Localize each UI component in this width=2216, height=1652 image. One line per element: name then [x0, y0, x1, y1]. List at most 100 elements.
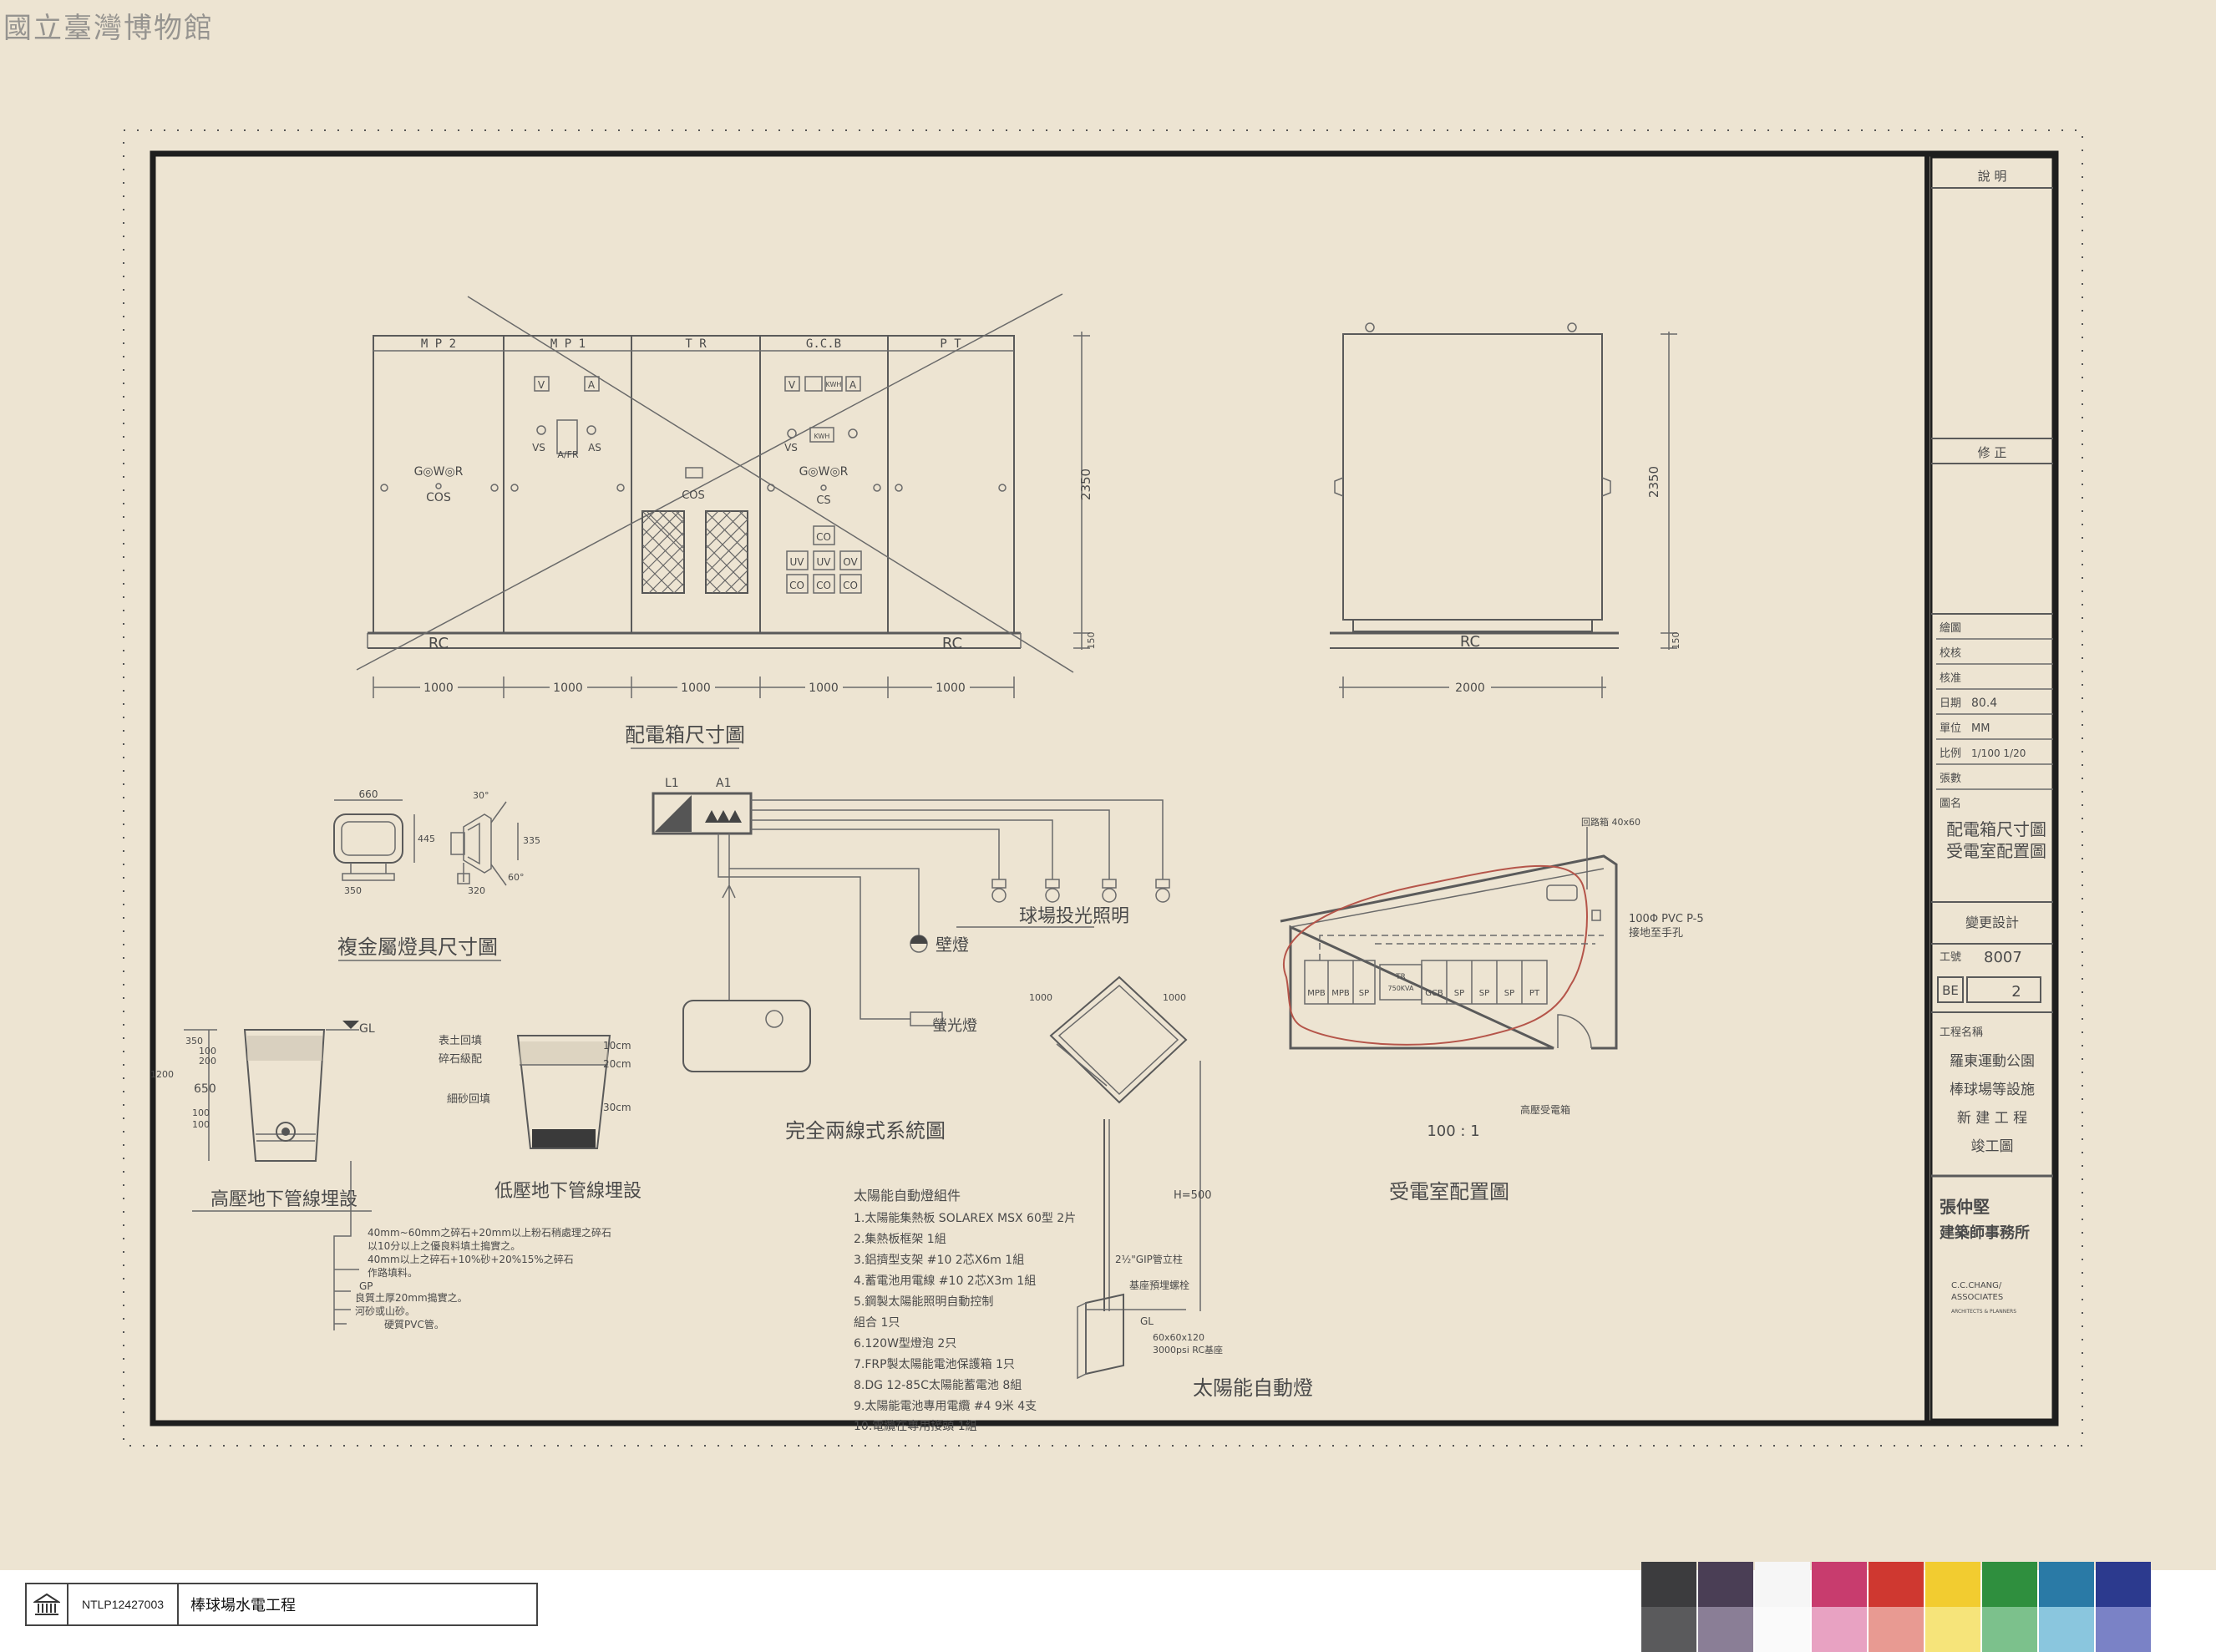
dim-label: 335: [523, 835, 540, 846]
sub-note: 回路箱 40x60: [1581, 816, 1640, 828]
sub-note: 接地至手孔: [1629, 926, 1683, 940]
solar-list-item: 3.鋁擠型支架 #10 2芯X6m 1組: [854, 1254, 1024, 1267]
voltmeter-label: V: [538, 379, 545, 391]
color-swatch: [1982, 1607, 2037, 1652]
project-name: 新 建 工 程: [1957, 1110, 2027, 1127]
lv-conduit-detail: 表土回填 碎石級配 細砂回填 10cm 20cm 30cm 低壓地下管線埋設: [439, 1035, 641, 1202]
tb-label: 繪圖: [1940, 621, 1961, 635]
dim-label: 30°: [473, 790, 489, 801]
wiring-title: 完全兩線式系統圖: [785, 1119, 946, 1143]
color-swatch: [2096, 1607, 2151, 1652]
revision-header: 修 正: [1978, 445, 2007, 460]
color-swatch: [1869, 1607, 1924, 1652]
firm-name-en: ASSOCIATES: [1951, 1293, 2003, 1302]
fluorescent-label: 螢光燈: [932, 1017, 977, 1035]
hv-note: GP: [359, 1280, 373, 1292]
solar-list-item: 5.鋼製太陽能照明自動控制: [854, 1295, 993, 1309]
dim-label: 200: [199, 1056, 216, 1067]
voltmeter-label: V: [789, 379, 796, 391]
solar-note: 60x60x120: [1153, 1332, 1204, 1343]
dim-label: 320: [468, 885, 485, 896]
solar-list-item: 8.DG 12-85C太陽能蓄電池 8組: [854, 1379, 1022, 1392]
sub-note: 高壓受電箱: [1520, 1103, 1570, 1116]
sub-panel: MPB: [1331, 989, 1350, 998]
lv-dim: 20cm: [603, 1058, 631, 1070]
color-swatch: [1869, 1562, 1924, 1607]
wiring-diagram: L1 A1 球場投光照明 壁燈 螢光燈 完全兩線式系統圖: [652, 777, 1170, 1143]
sub-panel: GCB: [1425, 989, 1443, 998]
sub-panel: TR: [1395, 973, 1406, 981]
ammeter-label: A: [588, 379, 596, 391]
color-swatch: [1698, 1562, 1753, 1607]
width-dim: 2000: [1455, 682, 1485, 695]
hv-note: 以10分以上之優良料填土搗實之。: [368, 1239, 520, 1252]
lv-conduit-title: 低壓地下管線埋設: [494, 1181, 641, 1202]
sub-note: 100Φ PVC P-5: [1629, 913, 1704, 925]
lv-note: 碎石級配: [439, 1053, 482, 1066]
job-no: 8007: [1984, 949, 2022, 966]
gwr-label: G◎W◎R: [414, 465, 464, 479]
tb-value: 1/100 1/20: [1971, 747, 2026, 759]
width-dim: 1000: [809, 682, 839, 695]
sub-panel: PT: [1529, 989, 1540, 998]
floodlight-detail: 660 445 350 30° 60° 335 320 複金屬燈具尺寸圖: [333, 788, 540, 961]
ammeter-label: A: [849, 379, 857, 391]
color-swatch: [1641, 1607, 1696, 1652]
catalog-bar: NTLP12427003 棒球場水電工程: [25, 1583, 538, 1626]
solar-dim: H=500: [1174, 1189, 1211, 1202]
color-swatch: [1982, 1562, 2037, 1607]
hv-note: 作路填料。: [368, 1266, 418, 1279]
catalog-id: NTLP12427003: [68, 1584, 179, 1624]
kwh-label: KWH: [814, 433, 830, 440]
drawing-name: 配電箱尺寸圖: [1946, 819, 2046, 839]
height-dim: 2350: [1078, 469, 1093, 500]
width-dim: 1000: [936, 682, 966, 695]
switchboard-elevation: M P 2 M P 1 T R G.C.B P T G◎W◎R COS V A …: [356, 293, 1097, 749]
museum-logo-icon: [27, 1584, 68, 1624]
solar-list-item: 2.集熱板框架 1組: [854, 1232, 946, 1246]
cos-label: COS: [426, 491, 451, 504]
color-swatch: [1755, 1607, 1810, 1652]
panel-label: G.C.B: [806, 337, 841, 351]
width-dim: 1000: [423, 682, 454, 695]
afr-label: A/FR: [557, 449, 579, 460]
firm-name-cn: 建築師事務所: [1940, 1224, 2030, 1242]
color-calibration-chart: [1641, 1562, 2159, 1652]
firm-name-cn: 張仲堅: [1940, 1197, 1990, 1217]
tb-label: 校核: [1940, 646, 1961, 660]
tr-rating: 750KVA: [1388, 985, 1414, 992]
color-swatch: [1812, 1562, 1867, 1607]
project-label: 工程名稱: [1940, 1026, 1983, 1039]
switchboard-title: 配電箱尺寸圖: [625, 723, 745, 747]
substation-title: 受電室配置圖: [1389, 1180, 1509, 1204]
color-swatch: [1641, 1562, 1696, 1607]
dim-label: 350: [344, 885, 362, 896]
panel-label: T R: [685, 337, 707, 351]
kwh-label: KWH: [826, 381, 842, 388]
ov-label: OV: [843, 556, 858, 568]
rc-label: RC: [428, 635, 449, 652]
solar-list-item: 10.電纜在專用接頭 1組: [854, 1419, 977, 1433]
color-swatch: [2039, 1562, 2094, 1607]
color-swatch: [2039, 1607, 2094, 1652]
dim-label: 100: [199, 1046, 216, 1057]
vs-label: VS: [532, 442, 545, 454]
dim-label: 660: [359, 788, 378, 800]
l1-label: L1: [665, 777, 679, 790]
uv-label: UV: [817, 556, 832, 568]
lv-dim: 10cm: [603, 1040, 631, 1052]
vs-label: VS: [784, 442, 798, 454]
tb-value: MM: [1971, 722, 1990, 735]
floodlight-title: 複金屬燈具尺寸圖: [337, 935, 498, 959]
solar-title: 太陽能自動燈: [1193, 1376, 1313, 1400]
dim-label: 100: [192, 1107, 210, 1118]
substation-layout: MPB MPB SP TR 750KVA GCB SP SP SP PT 回路箱…: [1280, 816, 1704, 1204]
rc-label: RC: [942, 635, 962, 652]
job-no-label: 工號: [1940, 951, 1961, 964]
hv-conduit-title: 高壓地下管線埋設: [210, 1189, 358, 1210]
design-label: 變更設計: [1965, 915, 2019, 930]
sub-panel: MPB: [1307, 989, 1326, 998]
dim-label: 100: [192, 1119, 210, 1130]
solar-list-item: 組合 1只: [854, 1316, 900, 1330]
color-swatch: [1925, 1562, 1980, 1607]
